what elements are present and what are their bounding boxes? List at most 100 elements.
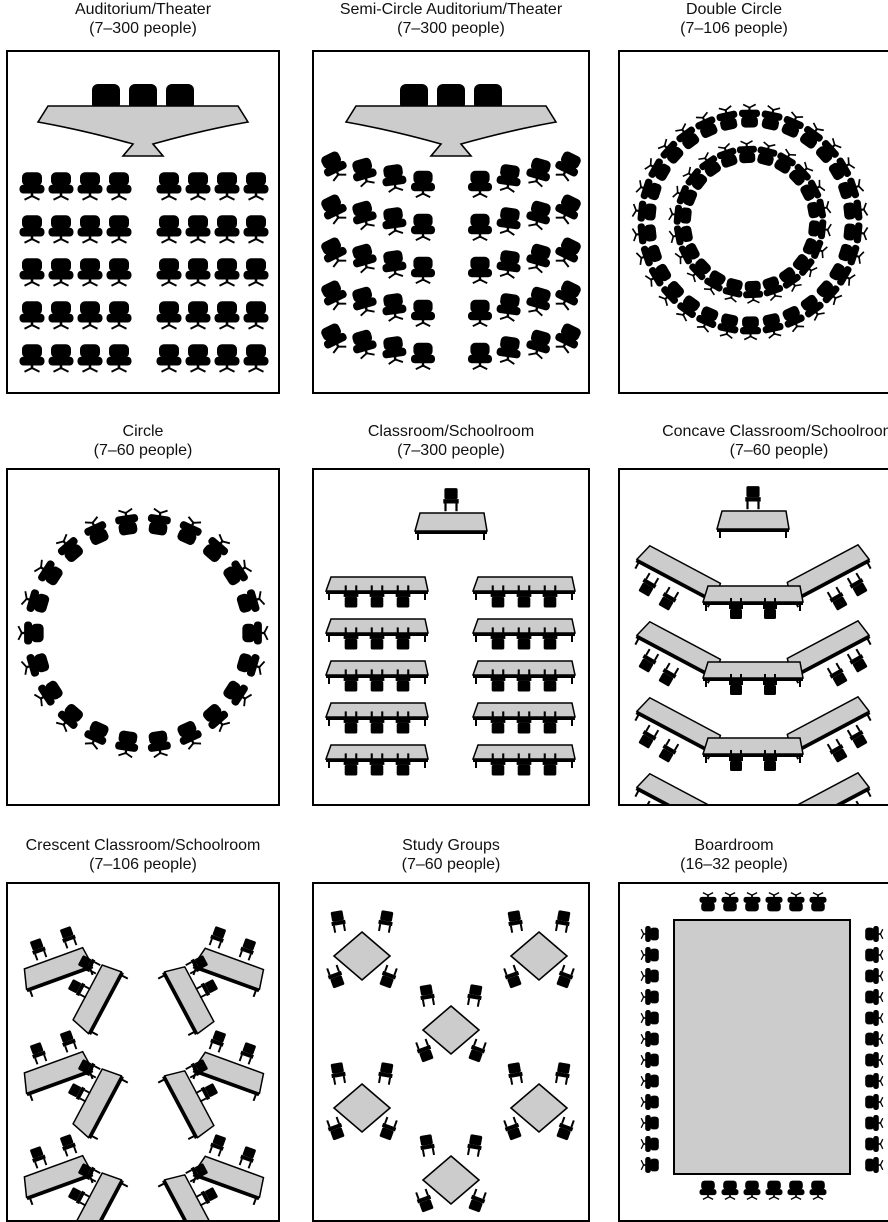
panel-semi-circle-auditorium: Semi-Circle Auditorium/Theater (7–300 pe… (312, 0, 590, 394)
chair-icon (114, 508, 140, 536)
chair-icon (524, 285, 554, 317)
chair-icon (242, 622, 267, 645)
chair-icon (495, 206, 522, 235)
chair-icon (215, 344, 240, 372)
panel-crescent-classroom: Crescent Classroom/Schoolroom (7–106 peo… (6, 836, 280, 1218)
chair-icon (244, 344, 269, 372)
chair-icon (244, 215, 269, 243)
chair-icon (199, 531, 233, 565)
chair-icon (215, 172, 240, 200)
chair-icon (495, 249, 522, 278)
chair-icon (641, 1115, 659, 1131)
chair-icon (737, 141, 758, 164)
chair-icon (244, 172, 269, 200)
chair-icon (419, 1134, 436, 1157)
table-icon (71, 1066, 129, 1141)
chair-icon (186, 258, 211, 286)
chair-icon (330, 1062, 347, 1085)
table-icon (20, 947, 96, 998)
chair-icon (837, 241, 865, 268)
layout-title: Classroom/Schoolroom (7–300 people) (282, 422, 620, 460)
chair-icon (466, 984, 483, 1007)
floor-plan-frame (312, 468, 590, 806)
layout-capacity: (7–300 people) (0, 19, 310, 38)
chair-icon (715, 105, 740, 132)
layout-title: Study Groups (7–60 people) (282, 836, 620, 874)
chair-icon (468, 171, 492, 197)
table-icon (423, 1156, 479, 1204)
chair-icon (632, 222, 657, 245)
panel-classroom: Classroom/Schoolroom (7–300 people) (312, 422, 590, 806)
chair-icon (788, 893, 805, 912)
floor-plan-frame (6, 50, 280, 394)
chair-icon (107, 258, 132, 286)
chair-icon (637, 648, 660, 673)
chair-icon (20, 172, 45, 200)
chair-icon (220, 677, 254, 710)
chair-icon (641, 1136, 659, 1152)
chair-icon (174, 515, 205, 548)
chair-icon (199, 701, 233, 735)
chair-icon (641, 1157, 659, 1173)
floor-plan-frame (6, 468, 280, 806)
chair-icon (632, 200, 657, 223)
chair-icon (107, 344, 132, 372)
panel-auditorium: Auditorium/Theater (7–300 people) (6, 0, 280, 394)
layout-title: Crescent Classroom/Schoolroom (7–106 peo… (0, 836, 310, 874)
chair-icon (49, 344, 74, 372)
chair-icon (32, 677, 66, 710)
layout-name: Concave Classroom/Schoolroom (598, 422, 888, 441)
layout-name: Study Groups (282, 836, 620, 855)
chair-icon (808, 218, 832, 240)
table-icon (20, 1051, 96, 1102)
chair-icon (865, 1157, 883, 1173)
crescent-classroom-floor-plan (8, 884, 278, 1220)
chair-icon (635, 242, 664, 269)
chair-icon (411, 343, 435, 369)
chair-icon (744, 1181, 761, 1200)
chair-icon (865, 1010, 883, 1026)
chair-icon (419, 984, 436, 1007)
chair-icon (551, 192, 584, 226)
chair-icon (114, 730, 140, 758)
chair-icon (349, 328, 379, 360)
chair-icon (208, 1134, 227, 1157)
chair-icon (186, 301, 211, 329)
chair-icon (81, 515, 112, 548)
chair-icon (722, 1181, 739, 1200)
chair-icon (495, 335, 522, 364)
chair-icon (468, 300, 492, 326)
chair-icon (865, 968, 883, 984)
chair-icon (208, 1030, 227, 1053)
table-icon (783, 771, 873, 804)
chair-icon (414, 1188, 434, 1213)
chair-icon (846, 724, 869, 749)
chair-icon (865, 1136, 883, 1152)
chair-icon (78, 344, 103, 372)
chair-icon (244, 301, 269, 329)
chair-icon (49, 258, 74, 286)
layout-name: Double Circle (598, 0, 870, 19)
chair-icon (107, 172, 132, 200)
layout-capacity: (7–300 people) (282, 441, 620, 460)
chair-icon (157, 301, 182, 329)
chair-icon (380, 335, 407, 364)
chair-icon (788, 1181, 805, 1200)
layout-title: Double Circle (7–106 people) (598, 0, 870, 38)
chair-icon (244, 258, 269, 286)
panel-study-groups: Study Groups (7–60 people) (312, 836, 590, 1218)
auditorium-floor-plan (8, 52, 278, 392)
chair-icon (59, 1134, 78, 1157)
concave-classroom-floor-plan (620, 470, 888, 804)
chair-icon (495, 292, 522, 321)
chair-icon (745, 486, 760, 509)
chair-icon (49, 301, 74, 329)
chair-icon (29, 938, 48, 961)
table-icon (674, 920, 850, 1174)
chair-icon (157, 258, 182, 286)
chair-icon (766, 893, 783, 912)
chair-icon (157, 344, 182, 372)
table-icon (511, 1084, 567, 1132)
chair-icon (377, 1062, 394, 1085)
chair-icon (443, 488, 458, 511)
